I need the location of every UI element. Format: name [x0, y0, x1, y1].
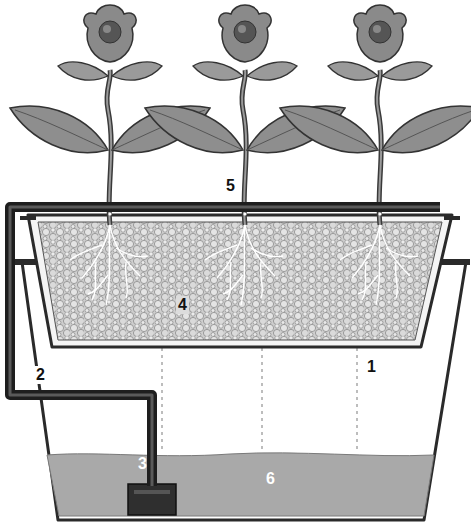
callout-number: 5: [224, 177, 237, 195]
callout-number: 2: [34, 366, 47, 384]
callout-number: 3: [136, 455, 149, 473]
callout-number: 6: [264, 470, 277, 488]
callout-number: 4: [176, 296, 189, 314]
callout-number: 1: [365, 358, 378, 376]
